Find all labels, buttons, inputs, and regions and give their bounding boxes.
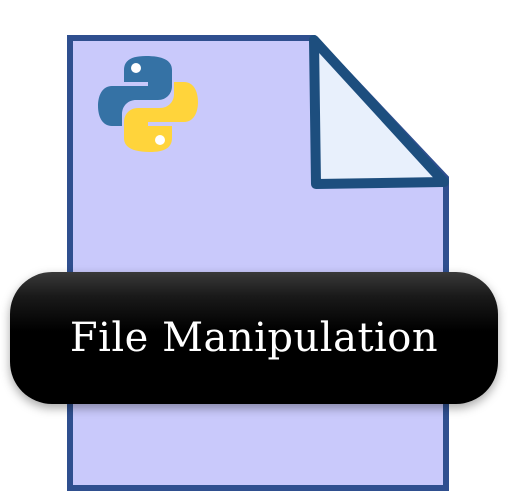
document-sheet — [67, 35, 449, 491]
title-text: File Manipulation — [69, 315, 439, 361]
document-fold-corner — [309, 35, 449, 189]
title-banner: File Manipulation — [10, 272, 498, 404]
python-logo-icon — [98, 56, 198, 152]
